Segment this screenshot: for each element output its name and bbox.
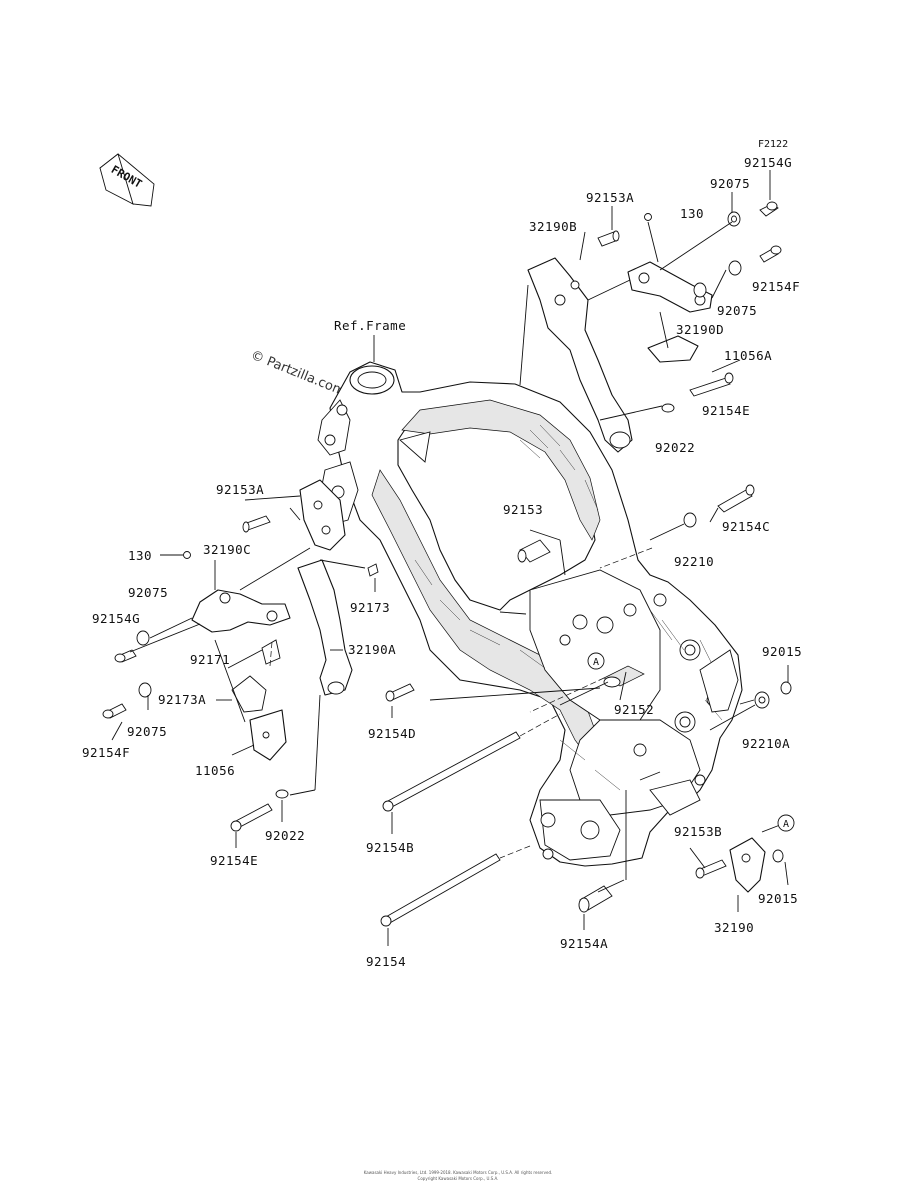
bolt-92154f-left [102,703,127,719]
plate-11056a [647,335,699,363]
label-92210: 92210 [674,554,714,569]
label-92154g-left: 92154G [92,611,140,626]
bolt-92154 [380,853,501,927]
label-92154g-top: 92154G [744,155,792,170]
label-92173a: 92173A [158,692,206,707]
label-32190: 32190 [714,920,754,935]
label-92015-right: 92015 [762,644,802,659]
collar-92153 [517,539,551,563]
label-92153: 92153 [503,502,543,517]
label-11056: 11056 [195,763,235,778]
footer-line-1: Kawasaki Heavy Industries, Ltd. 1999-201… [364,1170,553,1175]
part-labels: 92154G 92075 130 92153A 32190B 92154F 92… [82,155,802,969]
label-32190c: 32190C [203,542,251,557]
footer-line-2: Copyright Kawasaki Motors Corp., U.S.A. [418,1176,499,1181]
label-92154b: 92154B [366,840,414,855]
assembly-centerlines [269,547,653,859]
callout-a-frame: A [587,652,605,670]
figure-code: F2122 [758,139,788,150]
washer-92022-top [661,403,675,413]
washer-92022-left [275,789,289,799]
label-92075-left: 92075 [128,585,168,600]
bolt-92154a [578,885,613,913]
bolt-92154c [717,484,755,513]
label-32190a: 32190A [348,642,396,657]
bracket-32190 [729,837,766,893]
label-11056a: 11056A [724,348,772,363]
svg-text:A: A [593,657,599,668]
bolt-92153b [695,859,727,879]
bolt-92154g-left [114,649,137,663]
bolt-92154e-left [230,803,273,832]
label-130-left: 130 [128,548,152,563]
plate-11056 [249,709,287,761]
label-92154c: 92154C [722,519,770,534]
label-92171: 92171 [190,652,230,667]
label-92153b: 92153B [674,824,722,839]
bolt-130-left [183,551,191,559]
watermark: © Partzilla.com [249,348,348,399]
label-92154e-left: 92154E [210,853,258,868]
label-92210a: 92210A [742,736,790,751]
ref-frame-label: Ref.Frame [334,318,406,333]
label-92173: 92173 [350,600,390,615]
bolt-92153a-top [597,230,620,247]
label-92154f-left: 92154F [82,745,130,760]
label-130-top: 130 [680,206,704,221]
bolt-92154f-top [759,245,782,263]
bolt-130-top [644,213,652,221]
bolt-92154e-top [689,372,734,397]
leader-lines [111,170,789,946]
collar-92152 [603,665,645,688]
label-92075-left2: 92075 [127,724,167,739]
bolt-92154b [382,731,521,812]
label-32190d: 32190D [676,322,724,337]
bracket-92173a [231,675,267,713]
nut-92075-left [136,630,150,646]
label-92154f-top: 92154F [752,279,800,294]
label-92154e-top: 92154E [702,403,750,418]
label-92075-top: 92075 [710,176,750,191]
label-92154: 92154 [366,954,406,969]
label-92022-top: 92022 [655,440,695,455]
bolt-92154g-top [759,201,779,217]
nut-92075-top2 [693,260,742,298]
nut-92210 [683,512,697,528]
label-92015-bottom: 92015 [758,891,798,906]
nut-92015-right [780,681,792,695]
label-92153a-top: 92153A [586,190,634,205]
nut-92210a [754,691,770,709]
front-mount-plate [299,479,346,551]
label-92022-left: 92022 [265,828,305,843]
label-92154d: 92154D [368,726,416,741]
label-92075-top2: 92075 [717,303,757,318]
nut-92015-bottom [772,849,784,863]
label-92153a-left: 92153A [216,482,264,497]
label-92152: 92152 [614,702,654,717]
nut-92075-left2 [138,682,152,698]
bolt-92153a-left [242,515,271,533]
clip-92173 [367,563,379,577]
bracket-32190c [191,589,291,633]
label-32190b: 32190B [529,219,577,234]
bracket-32190a [297,559,353,696]
bolt-92154d [385,683,415,702]
label-92154a: 92154A [560,936,608,951]
callout-a-bracket: A [777,814,795,832]
bracket-32190b [527,257,633,453]
svg-text:A: A [783,819,789,830]
bracket-32190d [627,261,713,313]
front-arrow-icon: FRONT [99,153,155,207]
